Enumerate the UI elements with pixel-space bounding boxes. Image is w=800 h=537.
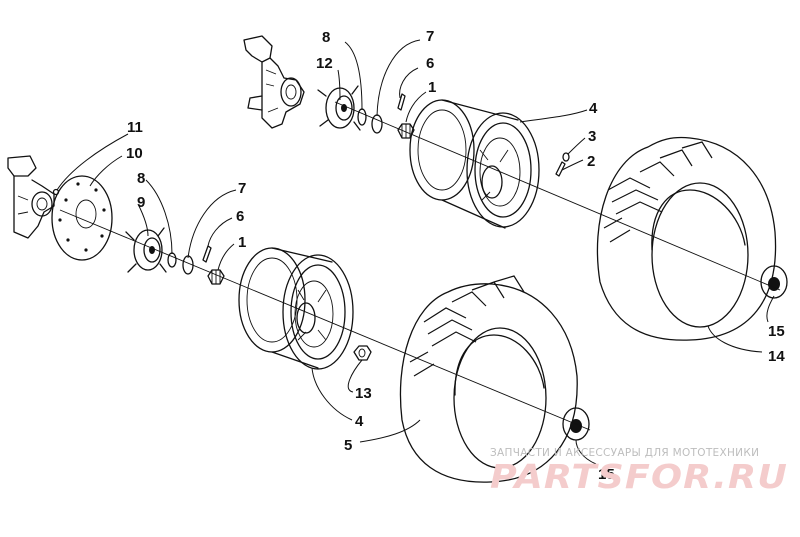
- callout-15-upper: 15: [768, 323, 785, 340]
- brake-disc: [51, 175, 113, 261]
- disc-bolt: [52, 188, 60, 196]
- callout-1-lower: 1: [238, 234, 246, 251]
- callout-5: 5: [344, 437, 352, 454]
- callout-8-lower: 8: [137, 170, 145, 187]
- valve-stem: [555, 152, 570, 177]
- axis-line-lower: [59, 209, 591, 431]
- callout-3: 3: [588, 128, 596, 145]
- callout-14: 14: [768, 348, 785, 365]
- axis-line-upper: [334, 101, 781, 291]
- leader-lines: [56, 39, 775, 465]
- wheel-hub-upper: [317, 85, 361, 131]
- watermark: ЗАПЧАСТИ И АКСЕССУАРЫ ДЛЯ МОТОТЕХНИКИ PA…: [490, 447, 788, 496]
- watermark-caption: ЗАПЧАСТИ И АКСЕССУАРЫ ДЛЯ МОТОТЕХНИКИ: [490, 447, 759, 459]
- callout-13: 13: [355, 385, 372, 402]
- castle-nut-upper: [397, 123, 415, 139]
- callout-12: 12: [316, 55, 333, 72]
- callout-2: 2: [587, 153, 595, 170]
- callout-10: 10: [126, 145, 143, 162]
- wheel-rim-upper: [409, 99, 540, 229]
- callout-15-lower: 15: [598, 466, 615, 483]
- callout-7-lower: 7: [238, 180, 246, 197]
- spacer-upper: [357, 108, 367, 126]
- steering-knuckle-upper: [243, 35, 305, 129]
- tire-lower: [399, 275, 578, 483]
- washer-upper: [371, 114, 383, 134]
- watermark-logo: PARTSFOR.RU: [490, 457, 788, 496]
- cotter-pin-upper: [397, 93, 406, 111]
- callout-1-upper: 1: [428, 79, 436, 96]
- tire-upper: [596, 136, 777, 341]
- steering-knuckle-lower: [7, 155, 55, 239]
- callout-11: 11: [127, 119, 143, 136]
- callout-labels: 8 12 7 6 1 4 3 2 11 10 8 9 7 6 1 15 14 1…: [126, 28, 785, 483]
- lug-nut: [353, 345, 372, 361]
- callout-4-lower: 4: [355, 413, 364, 430]
- callout-4-upper: 4: [589, 100, 598, 117]
- wheel-hub-lower: [125, 227, 167, 273]
- callout-9: 9: [137, 194, 145, 211]
- callout-8-upper: 8: [322, 29, 330, 46]
- callout-6-lower: 6: [236, 208, 244, 225]
- castle-nut-lower: [207, 269, 225, 285]
- callout-7-upper: 7: [426, 28, 434, 45]
- cotter-pin-lower: [202, 245, 212, 263]
- wheel-rim-lower: [238, 247, 354, 370]
- callout-6-upper: 6: [426, 55, 434, 72]
